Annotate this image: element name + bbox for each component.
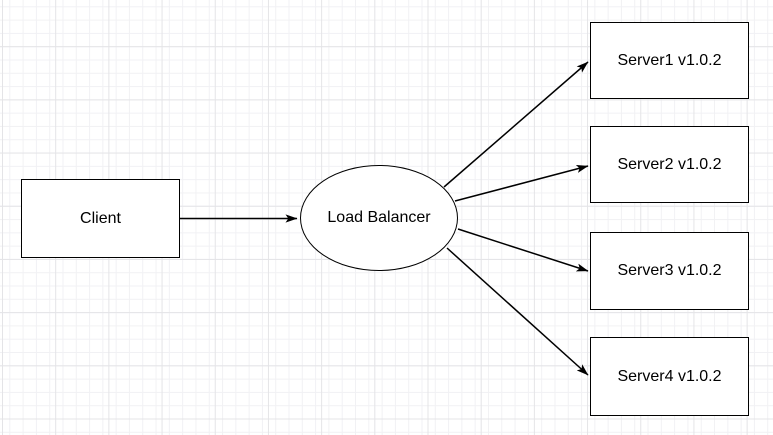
node-load-balancer[interactable]: Load Balancer — [300, 165, 458, 271]
node-server2[interactable]: Server2 v1.0.2 — [590, 126, 749, 203]
edge-loadbalancer-server1[interactable] — [443, 61, 589, 188]
node-client[interactable]: Client — [21, 179, 180, 258]
node-server3[interactable]: Server3 v1.0.2 — [590, 232, 749, 310]
edge-loadbalancer-server3[interactable] — [457, 228, 589, 272]
node-server2-label: Server2 v1.0.2 — [617, 155, 722, 173]
node-server1[interactable]: Server1 v1.0.2 — [590, 22, 749, 99]
node-server4-label: Server4 v1.0.2 — [617, 367, 722, 385]
node-load-balancer-label: Load Balancer — [327, 209, 431, 227]
node-client-label: Client — [80, 209, 121, 227]
node-server4[interactable]: Server4 v1.0.2 — [590, 337, 749, 416]
edge-loadbalancer-server4[interactable] — [446, 247, 589, 376]
node-server3-label: Server3 v1.0.2 — [617, 262, 722, 280]
node-server1-label: Server1 v1.0.2 — [617, 51, 722, 69]
edge-loadbalancer-server2[interactable] — [454, 164, 589, 202]
